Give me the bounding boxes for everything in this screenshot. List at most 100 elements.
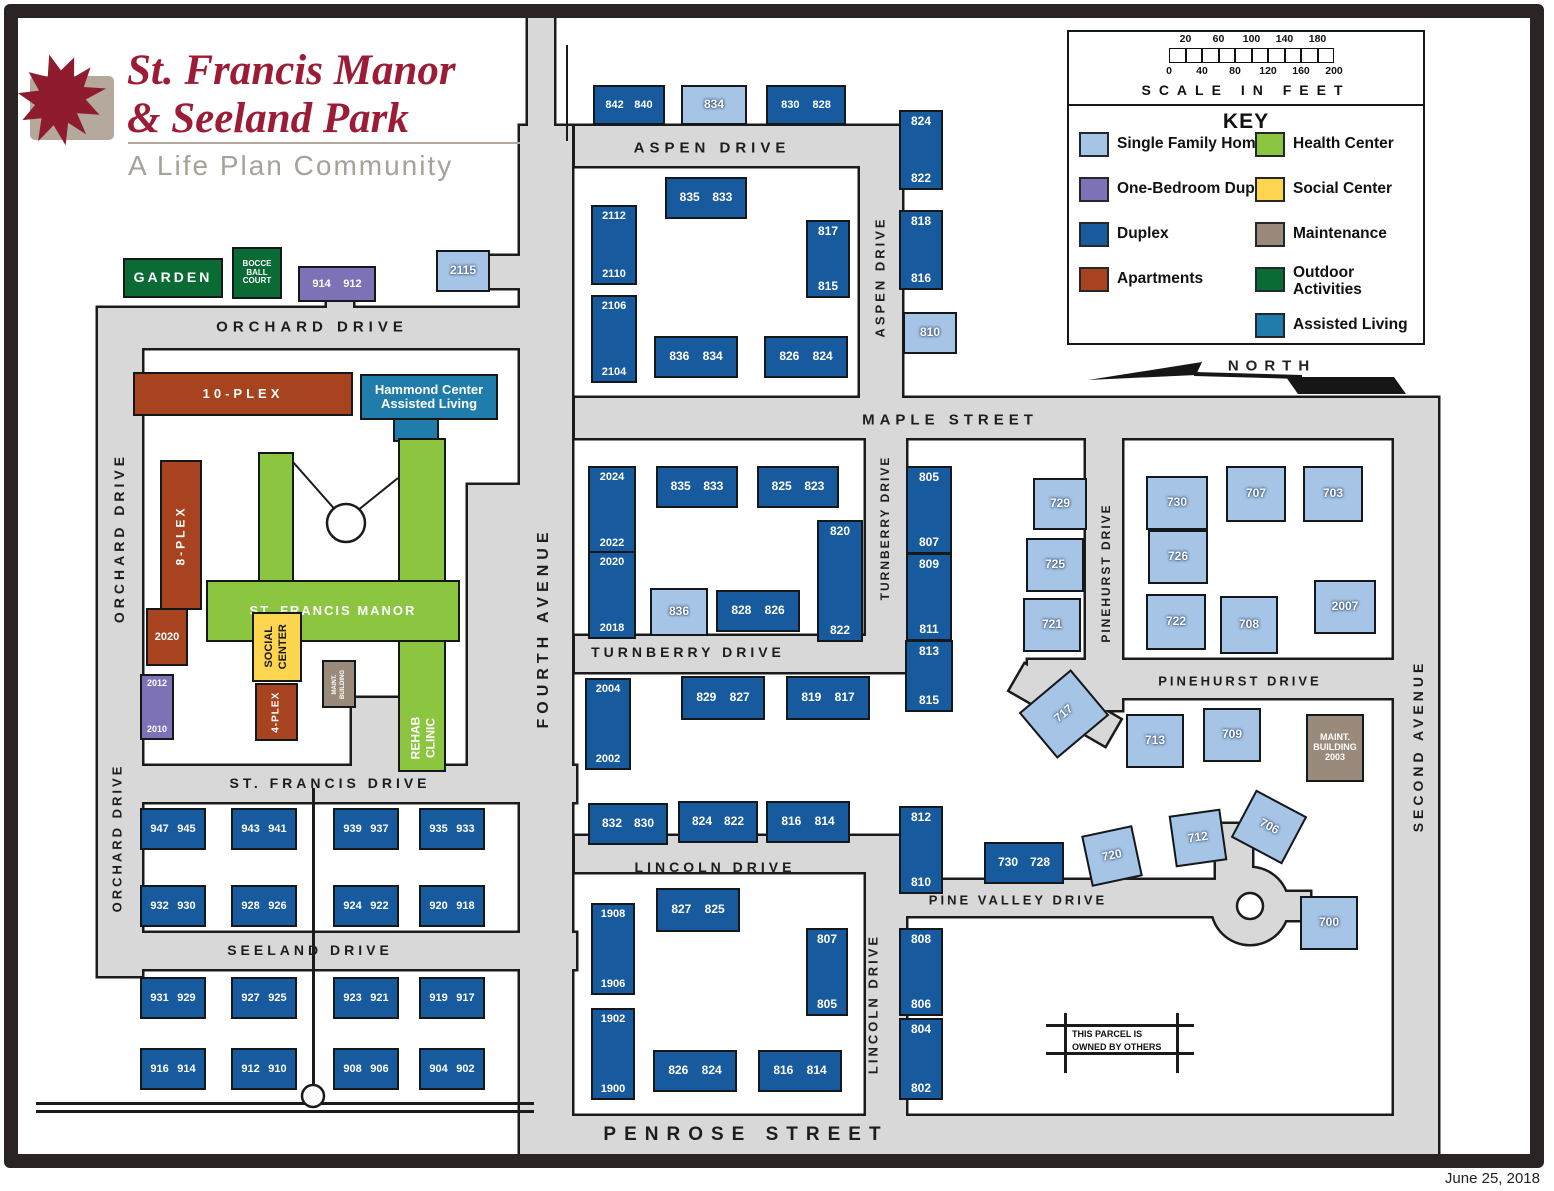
building-label: 2020 bbox=[154, 630, 180, 643]
street-label-seeland-drive: SEELAND DRIVE bbox=[227, 942, 393, 958]
building-label: 728 bbox=[1029, 855, 1050, 870]
building-label: 713 bbox=[1144, 733, 1166, 748]
building-label: 928 bbox=[241, 899, 260, 912]
building-label: 930 bbox=[177, 899, 196, 912]
building-label: 722 bbox=[1165, 614, 1187, 629]
building-label: 721 bbox=[1041, 617, 1063, 632]
building-label: 836 bbox=[668, 604, 690, 619]
building-label: 1908 bbox=[600, 908, 626, 920]
building-label: 918 bbox=[456, 899, 475, 912]
map-title-line2: & Seeland Park bbox=[127, 95, 409, 142]
building-label: 817 bbox=[817, 224, 839, 238]
building-label: 904 bbox=[429, 1062, 448, 1075]
building-label: 812 bbox=[910, 810, 932, 824]
street-label-aspen-drive: ASPEN DRIVE bbox=[633, 139, 791, 157]
building-label: 805 bbox=[816, 996, 838, 1011]
building-label: 2003 bbox=[1324, 751, 1346, 762]
scale-tick: 140 bbox=[1275, 33, 1294, 45]
scale-tick: 180 bbox=[1308, 33, 1327, 45]
building-8-plex: 8-PLEX bbox=[160, 460, 202, 610]
building-label: 811 bbox=[919, 621, 939, 636]
building-label: GARDEN bbox=[133, 269, 213, 286]
building-label: 802 bbox=[910, 1080, 932, 1095]
building-label: 832 bbox=[601, 816, 622, 831]
building-label: 825 bbox=[704, 902, 725, 917]
building-label: MAINT. bbox=[1320, 732, 1350, 743]
building-825-823: 825 823 bbox=[757, 466, 839, 508]
building-label: 931 bbox=[150, 991, 169, 1004]
building-label: 2022 bbox=[599, 536, 625, 549]
building-700: 700 bbox=[1300, 896, 1358, 950]
north-label: NORTH bbox=[1227, 357, 1317, 375]
building-label: Assisted Living bbox=[380, 396, 478, 411]
building-label: 810 bbox=[910, 874, 932, 889]
building-label: 834 bbox=[703, 97, 725, 112]
map-subtitle: A Life Plan Community bbox=[128, 150, 454, 181]
building-label: 828 bbox=[812, 98, 831, 111]
building-label: 828 bbox=[731, 603, 752, 618]
street-label-orchard-drive: ORCHARD DRIVE bbox=[111, 452, 127, 624]
building-712: 712 bbox=[1168, 808, 1228, 868]
building-709: 709 bbox=[1203, 708, 1261, 762]
building-label: 933 bbox=[456, 822, 475, 835]
building-725: 725 bbox=[1026, 538, 1084, 592]
building-label: 809 bbox=[918, 557, 940, 571]
scale-cell bbox=[1218, 48, 1235, 63]
building-807-805: 807 805 bbox=[806, 928, 848, 1016]
building-label: 835 bbox=[679, 190, 700, 205]
scale-tick: 40 bbox=[1196, 65, 1208, 77]
building-707: 707 bbox=[1226, 466, 1286, 522]
key-label: Health Center bbox=[1293, 135, 1394, 152]
building-2020-apartments: 2020 bbox=[146, 608, 188, 666]
street-label-turnberry-drive: TURNBERRY DRIVE bbox=[878, 455, 892, 601]
scale-cell bbox=[1268, 48, 1285, 63]
building-label: 804 bbox=[910, 1022, 932, 1036]
building-label: 1902 bbox=[600, 1013, 626, 1025]
building-label: 707 bbox=[1245, 486, 1267, 501]
key-label: One-Bedroom Duplex bbox=[1117, 180, 1277, 197]
building-label: 2112 bbox=[602, 210, 626, 222]
building-label: 826 bbox=[764, 603, 785, 618]
building-label: 726 bbox=[1167, 549, 1189, 564]
building-label: 815 bbox=[817, 278, 839, 293]
building-label: 825 bbox=[771, 479, 792, 494]
building-label: 834 bbox=[702, 349, 723, 364]
parcel-note: THIS PARCEL IS OWNED BY OTHERS bbox=[1072, 1029, 1162, 1052]
building-label: 823 bbox=[804, 479, 825, 494]
building-label: 808 bbox=[910, 932, 932, 946]
building-label: 921 bbox=[370, 991, 389, 1004]
building-label: 939 bbox=[343, 822, 362, 835]
building-2007: 2007 bbox=[1314, 580, 1376, 634]
building-label: 819 bbox=[801, 690, 822, 705]
building-label: 943 bbox=[241, 822, 260, 835]
building-label: 807 bbox=[918, 534, 940, 549]
building-label: 807 bbox=[816, 932, 838, 946]
scale-tick: 60 bbox=[1212, 33, 1225, 45]
building-label: 824 bbox=[691, 814, 712, 829]
street-label-st-francis-drive: ST. FRANCIS DRIVE bbox=[229, 775, 431, 791]
key-swatch-health_center bbox=[1255, 132, 1285, 157]
building-label: 914 bbox=[177, 1062, 196, 1075]
